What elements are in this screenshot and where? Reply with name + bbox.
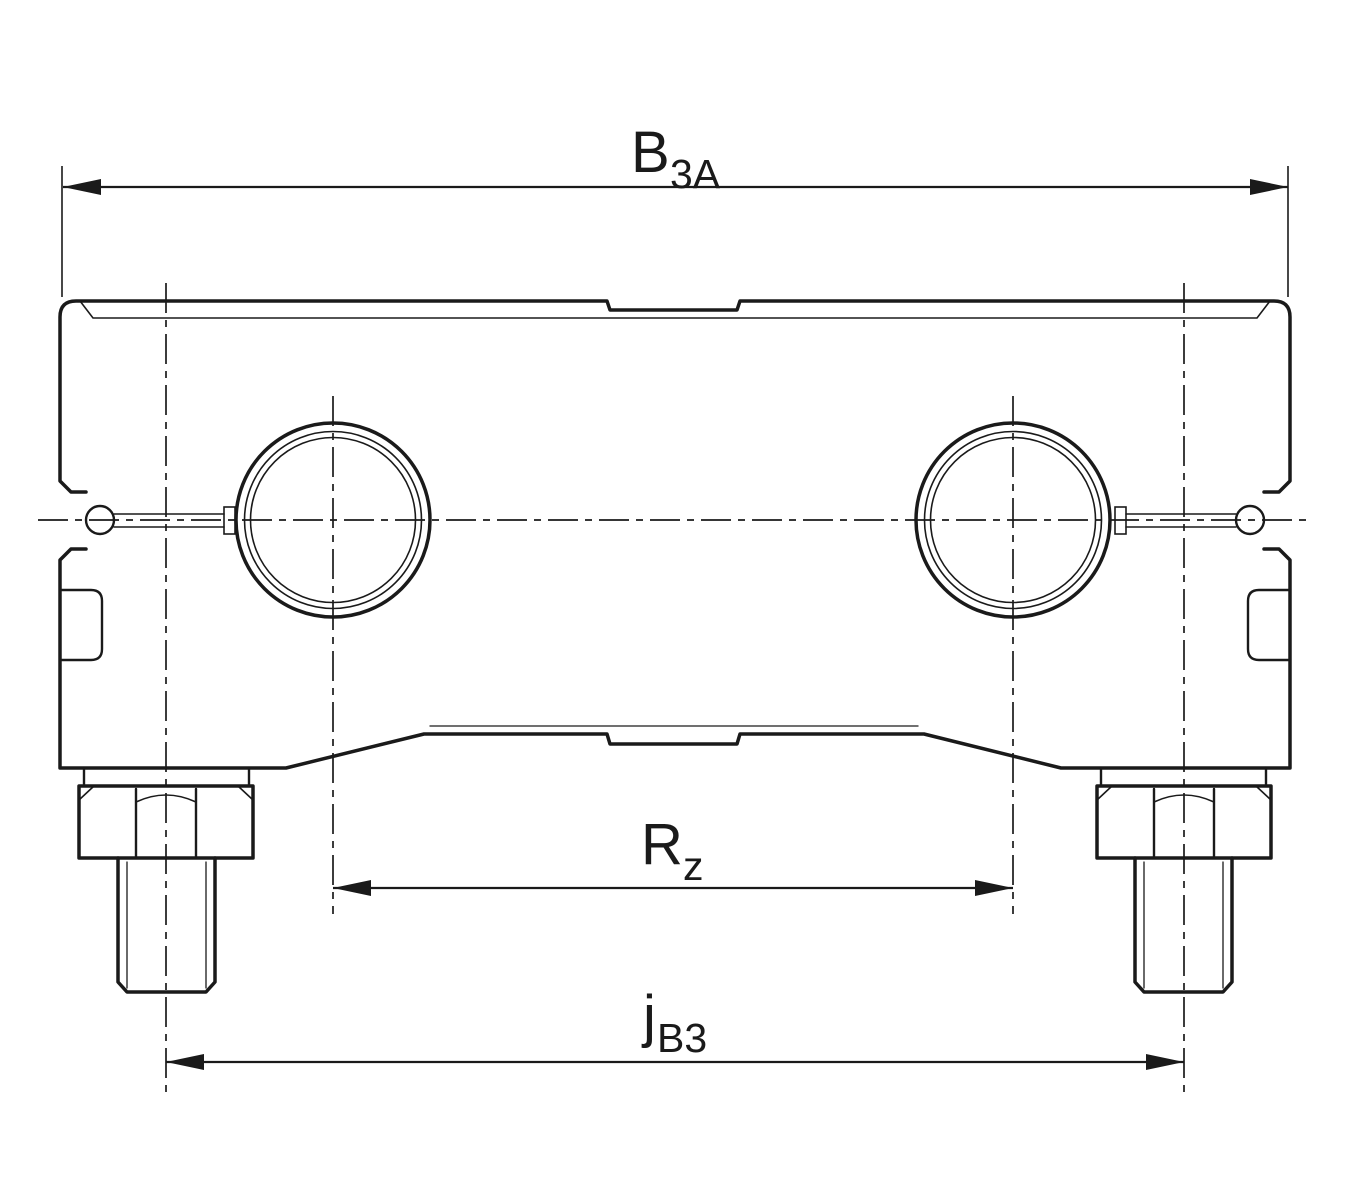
rz-arrow-right <box>975 880 1013 896</box>
rz-arrow-left <box>333 880 371 896</box>
left-nut-chamfers <box>78 785 254 803</box>
lower-body-outline <box>58 547 1292 770</box>
right-hex-nut <box>1095 784 1273 860</box>
left-pin-rod <box>113 513 225 528</box>
right-stud-thread <box>1143 861 1224 989</box>
right-hole-mid <box>923 430 1103 610</box>
right-nut-chamfers <box>1096 785 1272 803</box>
dimension-jb3: j B3 <box>166 984 1184 1070</box>
left-hex-nut <box>77 784 255 860</box>
left-fastener <box>77 766 255 994</box>
left-stud-thread <box>126 861 207 989</box>
dim-b3a-sub: 3A <box>670 151 721 197</box>
left-side-slot <box>58 588 104 662</box>
dimension-b3a: B 3A <box>61 120 1289 297</box>
right-bore-hole <box>914 421 1112 619</box>
right-washer <box>1099 766 1268 788</box>
centerlines <box>38 283 1312 1092</box>
left-nut-facets <box>134 787 198 860</box>
dim-jb3-main: j <box>641 984 656 1049</box>
left-bore-hole <box>234 421 432 619</box>
dim-b3a-main: B <box>631 120 670 185</box>
top-chamfer-line <box>79 300 1271 319</box>
left-washer <box>82 766 251 788</box>
dimension-rz: R z <box>333 812 1013 896</box>
right-stud <box>1133 856 1234 994</box>
left-stud <box>116 856 217 994</box>
right-nut-facets <box>1152 787 1216 860</box>
b3a-arrow-left <box>63 179 101 195</box>
left-pin-ball <box>84 504 116 536</box>
right-pin-ball <box>1234 504 1266 536</box>
right-pin-rod <box>1125 513 1237 528</box>
dim-rz-sub: z <box>683 843 704 889</box>
dim-rz-main: R <box>641 812 683 877</box>
left-hole-inner <box>249 436 417 604</box>
upper-body-outline <box>58 299 1292 494</box>
left-hole-outer <box>234 421 432 619</box>
jb3-arrow-left <box>166 1054 204 1070</box>
right-side-slot <box>1246 588 1292 662</box>
right-hole-outer <box>914 421 1112 619</box>
right-pin-collar <box>1114 506 1127 535</box>
right-clamp-pin <box>1114 504 1266 536</box>
body-upper-half <box>58 299 1292 494</box>
dim-jb3-sub: B3 <box>657 1015 707 1061</box>
jb3-arrow-right <box>1146 1054 1184 1070</box>
right-hole-inner <box>929 436 1097 604</box>
left-hole-mid <box>243 430 423 610</box>
right-fastener <box>1095 766 1273 994</box>
body-lower-half <box>58 547 1292 770</box>
b3a-arrow-right <box>1250 179 1288 195</box>
